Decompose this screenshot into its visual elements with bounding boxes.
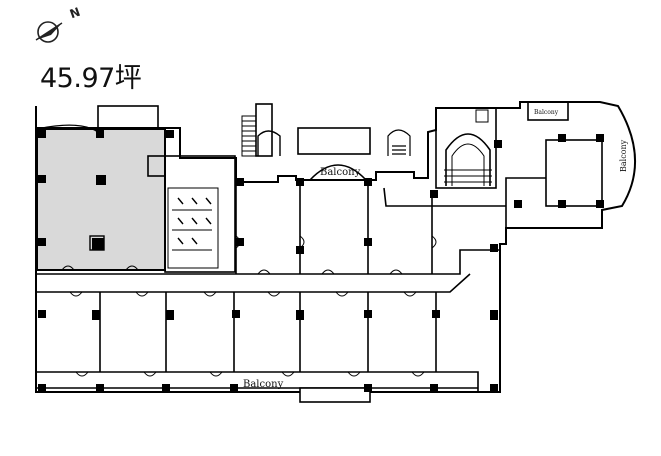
stair-icon-right: [387, 129, 411, 156]
entrance-lobby: [435, 107, 497, 189]
area-label: 45.97坪: [40, 63, 142, 94]
service-core: [147, 155, 236, 273]
balcony-bay-bottom: [299, 387, 371, 403]
upper-offices: [235, 182, 500, 275]
elevator-icon: [475, 109, 489, 123]
building-outline: [35, 101, 637, 393]
entrance-door-swing-icon: [36, 124, 99, 133]
door-swing-icon: [61, 235, 437, 377]
right-wing: [383, 101, 603, 228]
balcony-label-tiny: Balcony: [534, 109, 559, 116]
stair-icon: [241, 103, 281, 157]
corridor: [36, 273, 471, 293]
upper-annex: [97, 105, 159, 129]
balcony-label-bottom: Balcony: [243, 379, 284, 390]
compass-icon: [35, 21, 63, 43]
balcony-bay-top: [297, 127, 371, 155]
balcony-curve-top: [309, 164, 367, 181]
column-icon: [38, 130, 604, 392]
balcony-label-top: Balcony: [320, 167, 361, 178]
lower-offices: [36, 292, 479, 392]
balcony-label-right: Balcony: [619, 139, 628, 172]
elevator-icon-leased: [89, 235, 105, 251]
